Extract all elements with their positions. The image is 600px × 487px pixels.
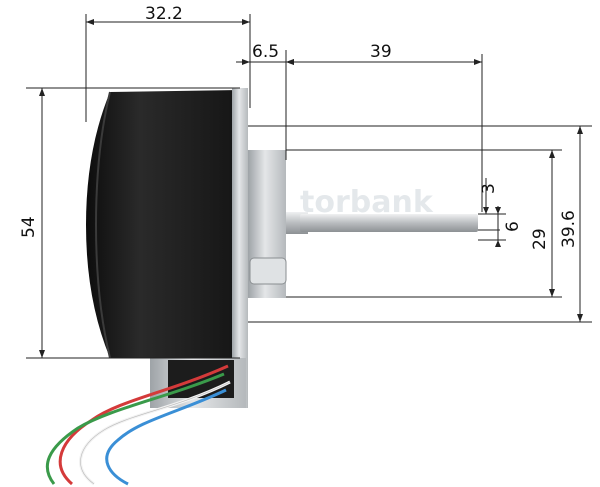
dim-height-label: 54 (19, 216, 39, 238)
dim-shaft-length: 39 (286, 42, 483, 212)
dim-flange-thickness-label: 6.5 (252, 42, 279, 62)
dim-shaft-diameter: 6 (478, 206, 523, 247)
dim-outer-diameter-label: 39.6 (559, 210, 579, 248)
dim-shaft-diameter-label: 6 (503, 221, 523, 232)
dim-boss-diameter-label: 29 (530, 228, 550, 250)
dim-shaft-flat: 3 (478, 178, 500, 231)
motor-body (86, 90, 240, 359)
lead-wires (45, 364, 231, 486)
output-shaft (300, 214, 478, 232)
screw-head (249, 257, 287, 285)
dim-body-length-label: 32.2 (145, 4, 183, 24)
dim-boss-diameter: 29 (286, 149, 562, 298)
dim-shaft-flat-label: 3 (479, 183, 499, 194)
dim-shaft-length-label: 39 (370, 42, 392, 62)
dim-body-length: 32.2 (85, 4, 251, 122)
dim-height: 54 (19, 87, 240, 359)
dim-outer-diameter: 39.6 (248, 125, 592, 323)
watermark: torbank (300, 185, 434, 220)
